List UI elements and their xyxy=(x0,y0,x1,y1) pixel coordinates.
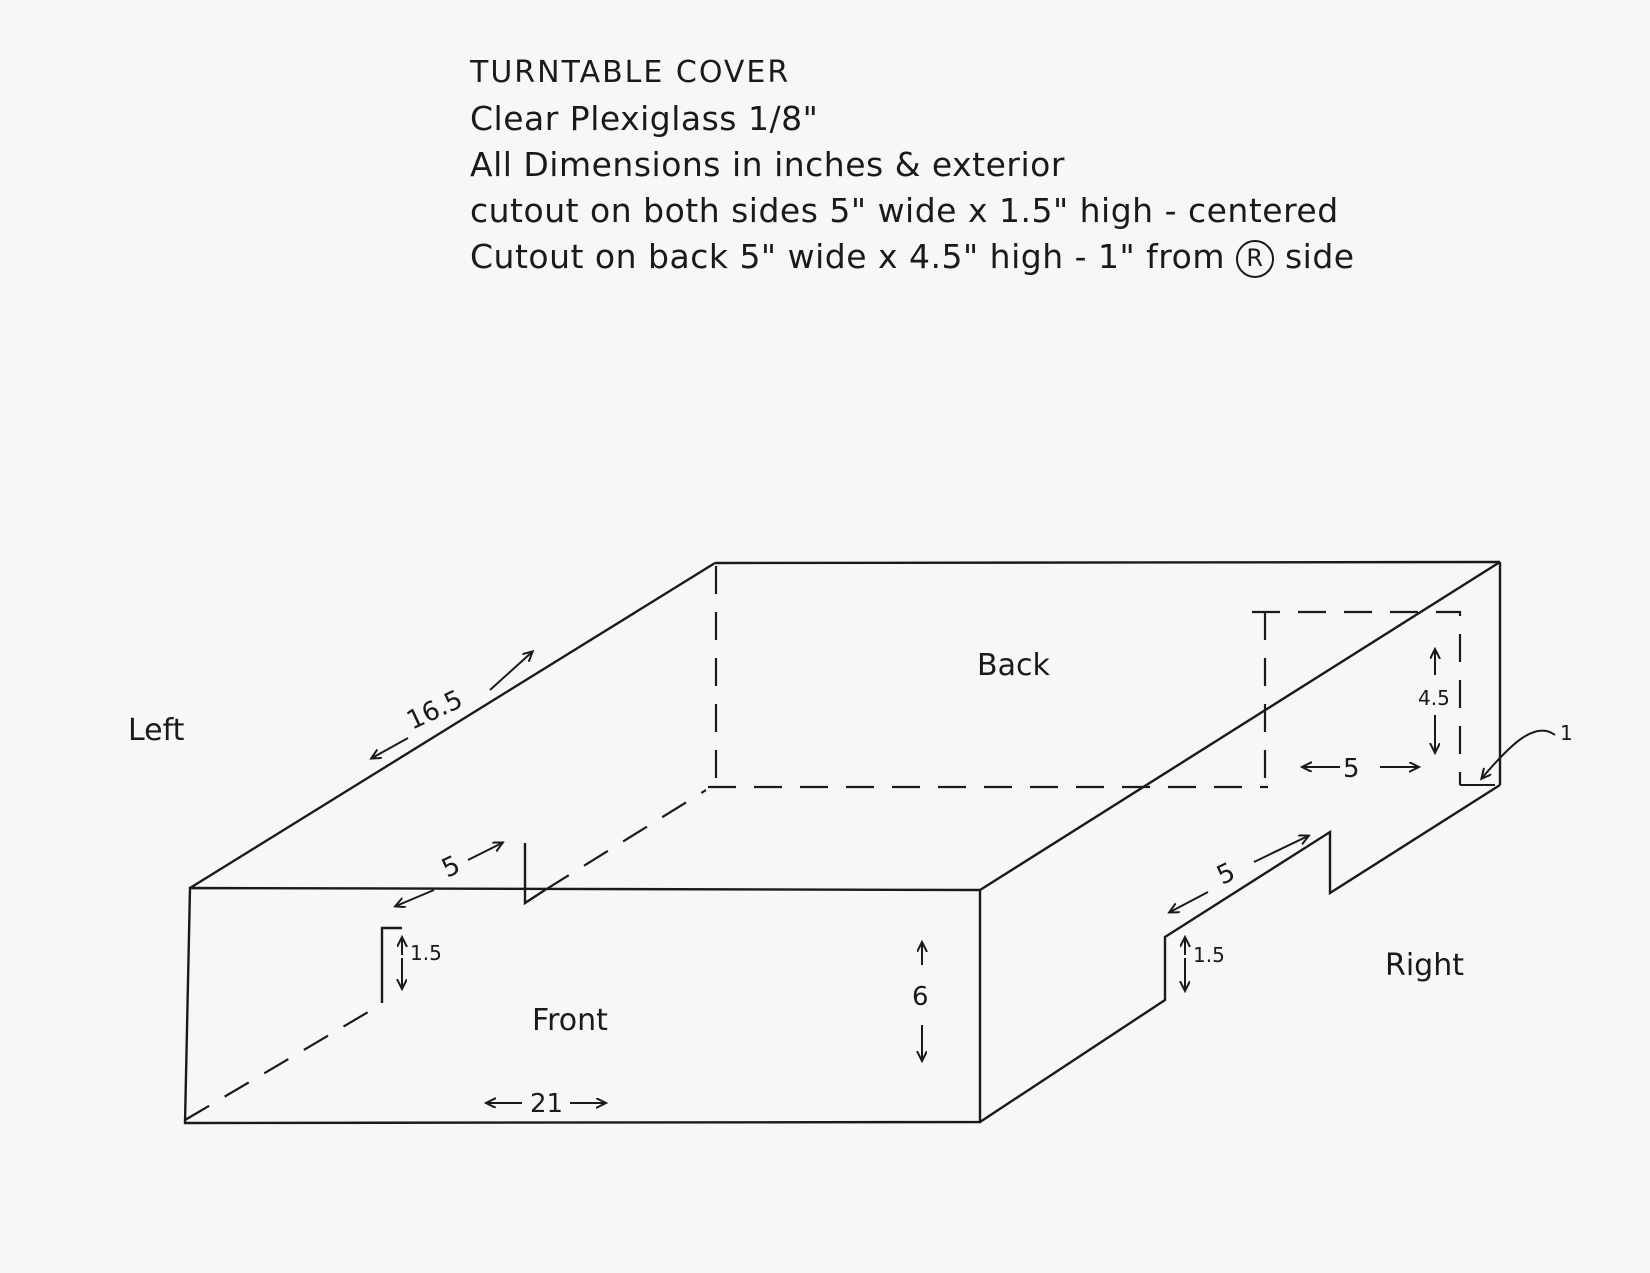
back-cutout-note: Cutout on back 5" wide x 4.5" high - 1" … xyxy=(470,234,1355,280)
circled-r-symbol: R xyxy=(1235,239,1274,278)
right-face-label: Right xyxy=(1385,948,1464,983)
left-cutout-front-notch xyxy=(380,926,402,1003)
width-value: 21 xyxy=(530,1089,563,1119)
right-cutout-width-value: 5 xyxy=(1212,857,1240,891)
left-cutout-width-arrow-left xyxy=(396,889,435,906)
height-dimension: 6 xyxy=(912,943,929,1060)
side-cutout-note: cutout on both sides 5" wide x 1.5" high… xyxy=(470,191,1339,230)
left-cutout-width-value: 5 xyxy=(437,850,465,884)
back-face-label: Back xyxy=(977,648,1050,683)
right-face xyxy=(979,562,1502,1124)
hidden-lines xyxy=(184,566,1495,1121)
back-cutout-height-value: 4.5 xyxy=(1418,686,1450,710)
left-cutout-height-value: 1.5 xyxy=(410,941,442,965)
top-back-edge xyxy=(714,560,1501,565)
back-cutout-width-value: 5 xyxy=(1343,754,1360,784)
height-value: 6 xyxy=(912,982,929,1012)
notes-block: TURNTABLE COVER Clear Plexiglass 1/8" Al… xyxy=(470,50,1355,280)
top-left-edge xyxy=(189,561,716,890)
back-cutout-offset-leader xyxy=(1482,729,1556,778)
left-cutout-dimensions: 5 1.5 xyxy=(396,843,502,988)
depth-dimension: 16.5 xyxy=(372,652,532,758)
right-bottom-edge-with-cutout xyxy=(979,783,1501,1124)
drawing-title: TURNTABLE COVER xyxy=(470,55,791,90)
left-side-cutout xyxy=(380,843,546,1003)
material-note: Clear Plexiglass 1/8" xyxy=(470,99,819,138)
right-cutout-width-arrow-left xyxy=(1170,891,1209,912)
dimension-note: All Dimensions in inches & exterior xyxy=(470,145,1065,184)
top-right-edge xyxy=(979,560,1501,892)
left-cutout-width-arrow-right xyxy=(467,843,502,861)
back-cutout-note-text: Cutout on back 5" wide x 4.5" high - 1" … xyxy=(470,237,1225,276)
back-cutout-note-side: side xyxy=(1284,237,1355,276)
width-dimension: 21 xyxy=(487,1089,605,1119)
back-cutout-dimensions: 5 4.5 1 xyxy=(1303,650,1573,784)
hidden-left-bottom-edge-upper xyxy=(544,789,707,891)
right-cutout-height-value: 1.5 xyxy=(1193,943,1225,967)
back-cutout-offset-value: 1 xyxy=(1560,721,1573,745)
depth-arrow-right xyxy=(489,652,532,691)
depth-arrow-left xyxy=(372,737,409,758)
left-face-label: Left xyxy=(128,713,185,748)
back-cutout-top-right-edges xyxy=(1252,610,1462,785)
right-cutout-width-arrow-right xyxy=(1253,836,1308,863)
hidden-left-bottom-edge-lower xyxy=(184,1004,381,1121)
front-face-label: Front xyxy=(532,1003,608,1038)
depth-value: 16.5 xyxy=(402,685,467,737)
top-edges xyxy=(189,560,1501,892)
left-cutout-top-notch xyxy=(523,843,546,906)
